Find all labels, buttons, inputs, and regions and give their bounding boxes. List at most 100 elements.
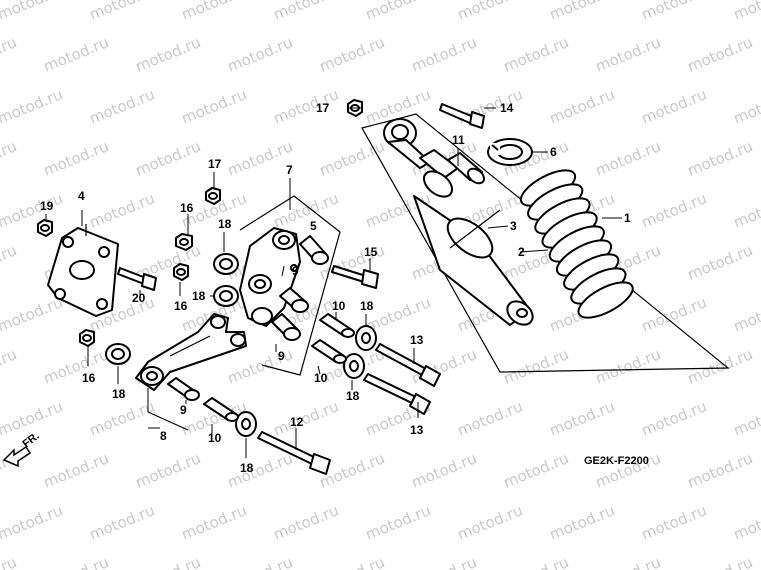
watermark-text: motod.ru (685, 553, 756, 570)
watermark-text: motod.ru (133, 553, 204, 570)
dust-seal-18-lower (213, 285, 239, 307)
watermark-text: motod.ru (271, 501, 342, 543)
watermark-text: motod.ru (41, 449, 112, 491)
watermark-text: motod.ru (639, 501, 710, 543)
arm-nut-16-mid (173, 263, 189, 281)
spring-coil (577, 281, 634, 319)
watermark-text: motod.ru (225, 449, 296, 491)
dust-seal-18-right-lower (343, 353, 365, 379)
callout-1: 1 (624, 211, 631, 225)
callout-15: 15 (364, 245, 378, 259)
callout-9c: 9 (180, 403, 187, 417)
watermark-text: motod.ru (501, 345, 572, 387)
callout-4: 4 (78, 189, 85, 203)
shock-damper (383, 118, 534, 326)
watermark-text: motod.ru (41, 33, 112, 75)
callout-18a: 18 (218, 217, 232, 231)
watermark-text: motod.ru (179, 0, 250, 24)
callout-20: 20 (132, 291, 146, 305)
watermark-text: motod.ru (731, 397, 761, 439)
watermark-text: motod.ru (731, 189, 761, 231)
shock-lower-bolt-13-upper (375, 343, 441, 387)
watermark-text: motod.ru (455, 0, 526, 24)
callout-10a: 10 (332, 299, 346, 313)
watermark-text: motod.ru (0, 241, 19, 283)
watermark-text: motod.ru (271, 85, 342, 127)
arm-nut-16-top (175, 233, 193, 251)
callout-6: 6 (550, 145, 557, 159)
dust-seal-18-bottom (235, 411, 257, 437)
link-nut-16 (79, 329, 95, 347)
spring-seat (487, 138, 533, 166)
watermark-text: motod.ru (0, 345, 19, 387)
dust-seal-18-right-upper (355, 325, 377, 351)
callout-18e: 18 (346, 389, 360, 403)
watermark-text: motod.ru (41, 345, 112, 387)
watermark-text: motod.ru (639, 189, 710, 231)
link-bushing-9 (167, 377, 200, 401)
watermark-text: motod.ru (271, 0, 342, 24)
callout-3: 3 (510, 219, 517, 233)
watermark-text: motod.ru (685, 345, 756, 387)
watermark-text: motod.ru (225, 553, 296, 570)
watermark-text: motod.ru (317, 137, 388, 179)
callout-7: 7 (286, 163, 293, 177)
bracket-nut (37, 219, 53, 237)
callout-9a: 9 (292, 264, 299, 278)
watermark-text: motod.ru (639, 0, 710, 24)
watermark-text: motod.ru (41, 137, 112, 179)
callout-13b: 13 (410, 423, 424, 437)
watermark-text: motod.ru (317, 33, 388, 75)
shock-top-bushing (447, 152, 485, 185)
callout-16b: 16 (174, 299, 188, 313)
watermark-text: motod.ru (685, 137, 756, 179)
collar-10-mid (311, 339, 347, 364)
callout-17a: 17 (316, 101, 330, 115)
arm-bolt-15 (331, 265, 379, 289)
callout-2: 2 (518, 245, 525, 259)
watermark-text: motod.ru (133, 449, 204, 491)
callout-11: 11 (452, 133, 465, 147)
watermark-text: motod.ru (0, 189, 65, 231)
diagram-code: GE2K-F2200 (584, 455, 649, 467)
watermark-text: motod.ru (87, 189, 158, 231)
callout-8: 8 (160, 429, 167, 443)
watermark-text: motod.ru (363, 0, 434, 24)
dust-seal-18-upper (213, 253, 239, 275)
watermark-text: motod.ru (87, 501, 158, 543)
watermark-text: motod.ru (225, 345, 296, 387)
watermark-text: motod.ru (87, 0, 158, 24)
watermark-text: motod.ru (547, 85, 618, 127)
watermark-text: motod.ru (225, 33, 296, 75)
watermark-text: motod.ru (685, 241, 756, 283)
collar-10-upper (319, 313, 355, 338)
shock-upper-bolt (439, 103, 485, 129)
watermark-text: motod.ru (409, 449, 480, 491)
watermark-text: motod.ru (547, 0, 618, 24)
callout-18b: 18 (192, 289, 206, 303)
link-group-bracket (147, 388, 189, 431)
callout-16c: 16 (82, 371, 96, 385)
watermark-text: motod.ru (731, 85, 761, 127)
callout-14: 14 (500, 101, 514, 115)
watermark-text: motod.ru (685, 33, 756, 75)
callout-18d: 18 (360, 299, 374, 313)
callout-9b: 9 (278, 349, 285, 363)
watermark-text: motod.ru (731, 293, 761, 335)
callout-13a: 13 (410, 333, 424, 347)
watermark-text: motod.ru (179, 85, 250, 127)
watermark-text: motod.ru (501, 33, 572, 75)
watermark-text: motod.ru (547, 501, 618, 543)
dust-seal-18-link (105, 343, 131, 365)
callout-18c: 18 (112, 387, 126, 401)
callout-17b: 17 (208, 157, 222, 171)
callout-16a: 16 (180, 201, 194, 215)
watermark-text: motod.ru (179, 501, 250, 543)
watermark-text: motod.ru (455, 397, 526, 439)
callout-5: 5 (310, 219, 317, 233)
collar-10-lower (203, 397, 239, 422)
leader-lines (45, 107, 622, 458)
watermark-text: motod.ru (0, 501, 65, 543)
callout-18f: 18 (240, 461, 254, 475)
watermark-text: motod.ru (593, 137, 664, 179)
